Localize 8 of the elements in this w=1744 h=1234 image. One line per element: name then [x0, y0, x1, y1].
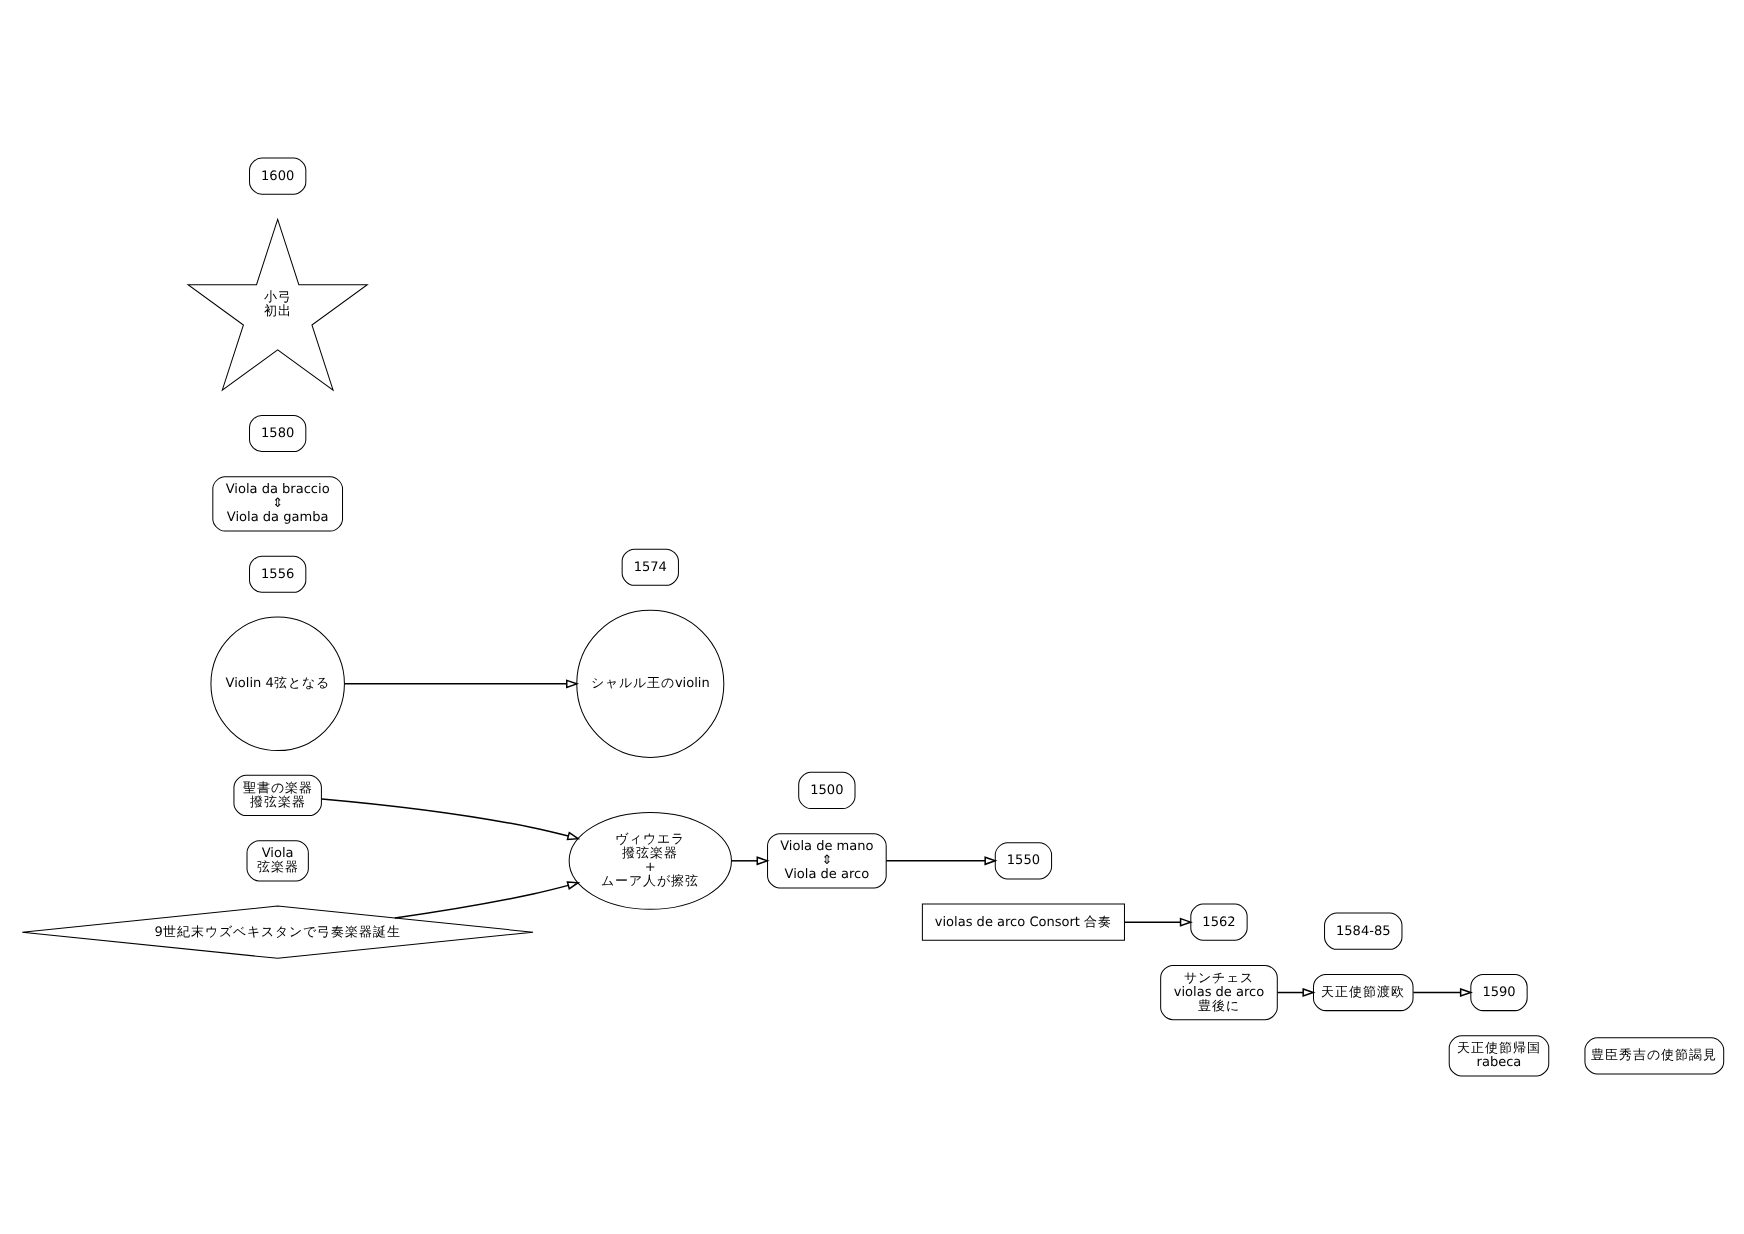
arrow	[1275, 987, 1315, 998]
arrow	[342, 679, 579, 689]
arrow	[393, 881, 580, 919]
arrow	[729, 856, 769, 866]
arrow	[1122, 917, 1192, 927]
arrow	[320, 798, 580, 841]
arrow	[884, 856, 997, 866]
arrow	[1411, 987, 1472, 998]
